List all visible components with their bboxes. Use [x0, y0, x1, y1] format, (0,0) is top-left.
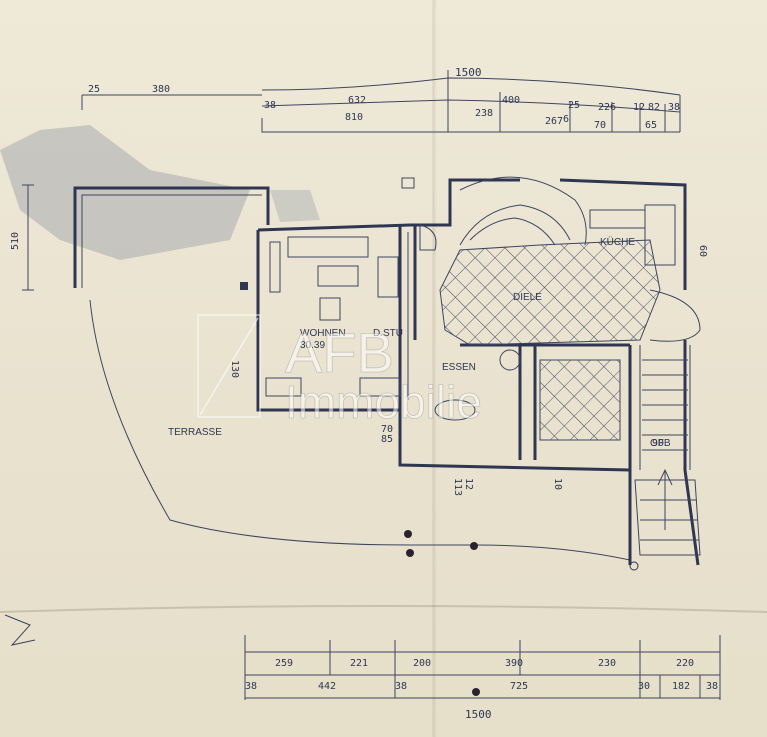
- north-arrow-icon: [4, 614, 36, 646]
- dim-60: 60: [697, 245, 708, 257]
- room-gfb: GFB: [650, 438, 671, 449]
- dim-113: 113: [452, 478, 463, 496]
- bottom-dim-7: 38: [245, 681, 257, 692]
- terrace-wall: [73, 186, 631, 561]
- top-dim-14: 6: [563, 114, 569, 125]
- bottom-dim-13: 38: [706, 681, 718, 692]
- dim-10: 10: [552, 478, 563, 490]
- top-dim-4: 400: [502, 95, 520, 106]
- bottom-overall-dimension: 1500: [465, 708, 492, 721]
- marker-dots: [404, 530, 639, 696]
- watermark-line2: Immobilie: [285, 376, 482, 428]
- misc-dimensions: 130 70 85 90 60 113 10 12: [229, 245, 708, 496]
- top-dim-15: 70: [594, 120, 606, 131]
- bottom-dim-2: 221: [350, 658, 368, 669]
- watermark: AFB Immobilie: [197, 314, 482, 428]
- bottom-dim-11: 30: [638, 681, 650, 692]
- room-dstu: D.STU: [373, 328, 403, 339]
- bottom-dim-3: 200: [413, 658, 431, 669]
- bottom-dim-1: 259: [275, 658, 293, 669]
- bottom-dim-9: 38: [395, 681, 407, 692]
- room-labels: WOHNEN 30.39 D.STU ESSEN TERRASSE DIELE …: [168, 236, 671, 449]
- room-wohnen-area: 30.39: [300, 340, 325, 351]
- room-essen: ESSEN: [442, 362, 476, 373]
- top-dim-12: 238: [475, 108, 493, 119]
- top-dim-11: 810: [345, 112, 363, 123]
- top-dim-10: 38: [264, 100, 276, 111]
- top-dim-16: 65: [645, 120, 657, 131]
- top-dimension-chain: 1500 25 380 632 400 25 226 12 82 38 38 8…: [81, 66, 681, 133]
- top-dim-9: 38: [668, 102, 680, 113]
- left-dim-510: 510: [10, 232, 21, 250]
- bottom-dimension-chain: 259 221 200 390 230 220 38 442 38 725 30…: [244, 635, 721, 721]
- room-terrasse: TERRASSE: [168, 427, 222, 438]
- top-overall-dimension: 1500: [455, 66, 482, 79]
- bottom-dim-4: 390: [505, 658, 523, 669]
- top-dim-5: 25: [568, 100, 580, 111]
- dim-12: 12: [463, 478, 474, 490]
- top-dim-8: 82: [648, 102, 660, 113]
- bottom-dim-8: 442: [318, 681, 336, 692]
- room-diele: DIELE: [513, 292, 542, 303]
- bottom-dim-6: 220: [676, 658, 694, 669]
- fold-line: [0, 605, 767, 613]
- bottom-dim-12: 182: [672, 681, 690, 692]
- top-dim-6: 226: [598, 102, 616, 113]
- top-dim-1: 25: [88, 84, 100, 95]
- furniture: [240, 177, 676, 421]
- dim-85: 85: [381, 434, 393, 445]
- top-dim-3: 632: [348, 95, 366, 106]
- dim-90: 90: [652, 438, 664, 449]
- bottom-dim-10: 725: [510, 681, 528, 692]
- dim-70: 70: [381, 424, 393, 435]
- top-dim-2: 380: [152, 84, 170, 95]
- building-walls: [256, 176, 687, 472]
- exterior-stair: [628, 289, 701, 566]
- top-dim-7: 12: [633, 102, 645, 113]
- room-kueche: KÜCHE: [600, 236, 635, 248]
- dim-130: 130: [229, 360, 240, 378]
- bottom-dim-5: 230: [598, 658, 616, 669]
- watermark-line1: AFB: [285, 321, 394, 384]
- pencil-shading: [0, 125, 320, 260]
- hatched-floor-diele: [439, 204, 661, 441]
- room-wohnen: WOHNEN: [300, 328, 346, 339]
- top-dim-13: 267: [545, 116, 563, 127]
- left-height-dimension: 510: [10, 184, 34, 291]
